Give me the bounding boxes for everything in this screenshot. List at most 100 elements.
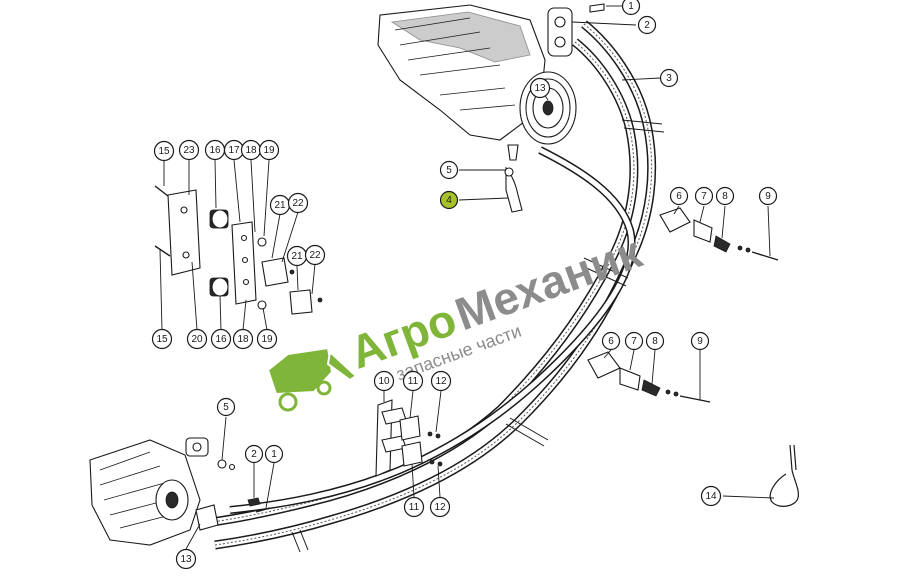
callout-circle — [175, 548, 197, 570]
callout-c-l-23: 23 — [178, 139, 200, 161]
callout-circle — [659, 68, 679, 88]
callout-label: 19 — [263, 145, 275, 156]
callout-c-r-6b: 6 — [601, 331, 621, 351]
callout-c-r-7a: 7 — [694, 186, 714, 206]
callout-label: 16 — [209, 145, 221, 156]
callout-c-l-18b: 18 — [232, 328, 254, 350]
callout-circle — [429, 496, 451, 518]
callout-circle — [244, 444, 264, 464]
callout-label: 22 — [309, 250, 321, 261]
callout-label: 11 — [409, 502, 420, 513]
callout-label: 12 — [434, 502, 446, 513]
leader-lines — [159, 5, 775, 550]
bracket-assembly-left — [154, 185, 323, 315]
callout-label: 11 — [408, 376, 419, 387]
callout-c-c-12a: 12 — [430, 370, 452, 392]
top-pump-assembly — [377, 3, 605, 213]
callout-label: 18 — [237, 334, 249, 345]
callout-circle — [601, 331, 621, 351]
callout-circle — [624, 331, 644, 351]
callout-circle — [402, 370, 424, 392]
hose-assembly — [211, 20, 665, 553]
callout-label: 6 — [608, 336, 614, 347]
callout-label: 6 — [676, 191, 682, 202]
callout-c-b-2: 2 — [244, 444, 264, 464]
callout-c-r-9a: 9 — [758, 186, 778, 206]
callout-c-c-12b: 12 — [429, 496, 451, 518]
callout-label: 18 — [245, 145, 257, 156]
callout-circle — [621, 0, 641, 16]
callout-circle — [232, 328, 254, 350]
callout-c-r-6a: 6 — [669, 186, 689, 206]
callout-circle — [258, 139, 280, 161]
callout-circle — [637, 15, 657, 35]
callout-circle — [690, 331, 710, 351]
callout-label: 17 — [228, 145, 240, 156]
callout-label: 15 — [158, 146, 170, 157]
callout-c-r-8b: 8 — [645, 331, 665, 351]
callout-circle — [256, 328, 278, 350]
callout-label: 5 — [223, 402, 229, 413]
clamp-assembly-lower-right — [587, 351, 711, 403]
callout-label: 5 — [446, 165, 452, 176]
callout-c-c-11b: 11 — [403, 496, 425, 518]
callout-circle — [186, 328, 208, 350]
callout-c-r-8a: 8 — [715, 186, 735, 206]
callout-label: 14 — [705, 491, 717, 502]
callout-circle — [151, 328, 173, 350]
callout-circle — [287, 192, 309, 214]
bracket-assembly-center — [375, 399, 443, 477]
callout-c-l-16b: 16 — [210, 328, 232, 350]
callout-circle — [439, 160, 459, 180]
callout-label: 12 — [435, 376, 447, 387]
callout-circle — [403, 496, 425, 518]
callout-c-l-18a: 18 — [240, 139, 262, 161]
callout-label: 1 — [271, 449, 277, 460]
callout-c-c-11a: 11 — [402, 370, 424, 392]
callout-c-r-9b: 9 — [690, 331, 710, 351]
bottom-motor-assembly — [89, 437, 271, 546]
callout-label: 8 — [722, 191, 728, 202]
callout-c-top-1: 1 — [621, 0, 641, 16]
callout-c-l-15a: 15 — [153, 140, 175, 162]
callout-c-l-22b: 22 — [304, 244, 326, 266]
callout-circle — [700, 485, 722, 507]
callout-circle — [430, 370, 452, 392]
callout-label: 2 — [251, 449, 257, 460]
callout-c-l-20: 20 — [186, 328, 208, 350]
callout-c-mid-4: 4 — [439, 190, 459, 210]
callout-c-l-19a: 19 — [258, 139, 280, 161]
callout-label: 13 — [180, 554, 192, 565]
callout-c-top-3: 3 — [659, 68, 679, 88]
callout-label: 20 — [191, 334, 203, 345]
callout-label: 2 — [644, 20, 650, 31]
clamp-assembly-upper-right — [659, 207, 779, 261]
callout-c-b-5: 5 — [216, 397, 236, 417]
callout-c-c-10: 10 — [373, 370, 395, 392]
callout-circle — [645, 331, 665, 351]
watermark-title-part2: Механик — [448, 225, 649, 340]
callout-label: 8 — [652, 336, 658, 347]
callout-c-l-22a: 22 — [287, 192, 309, 214]
callout-c-top-2: 2 — [637, 15, 657, 35]
callout-label: 19 — [261, 334, 273, 345]
callout-label: 21 — [291, 251, 303, 262]
callout-label: 3 — [666, 73, 672, 84]
callout-circle — [264, 444, 284, 464]
callout-circle — [216, 397, 236, 417]
callout-label: 16 — [215, 334, 227, 345]
cable-tie — [769, 444, 799, 507]
callout-label: 7 — [701, 191, 707, 202]
callout-circle — [439, 190, 459, 210]
callout-c-top-13: 13 — [529, 77, 551, 99]
callout-label: 1 — [628, 1, 634, 12]
callout-label: 4 — [446, 195, 452, 206]
callout-label: 9 — [697, 336, 703, 347]
callout-label: 23 — [183, 145, 195, 156]
callout-circle — [669, 186, 689, 206]
callout-circle — [373, 370, 395, 392]
callout-label: 22 — [292, 198, 304, 209]
